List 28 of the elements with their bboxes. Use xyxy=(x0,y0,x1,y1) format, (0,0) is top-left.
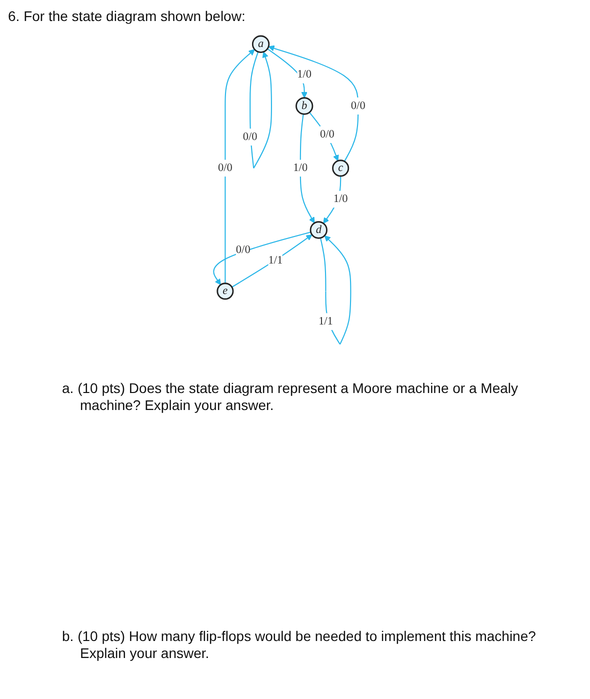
node-circle: e xyxy=(217,282,234,300)
edge-label: 1/0 xyxy=(334,192,348,205)
question-text: b. (10 pts) How many flip-flops would be needed to implement this machine? Explain your answer. xyxy=(62,628,537,662)
arrow xyxy=(268,48,308,98)
edge-label: 0/0 xyxy=(320,128,335,140)
question-text: a. (10 pts) Does the state diagram represent a Moore machine or a Mealy machine? Explain your answer. xyxy=(62,380,519,414)
edge-label: 0/0 xyxy=(236,244,251,256)
node-circle: b xyxy=(296,97,314,115)
arrow xyxy=(310,112,340,162)
arrow xyxy=(324,176,342,224)
arrow xyxy=(214,232,312,286)
arrow xyxy=(268,45,360,162)
arrow xyxy=(250,52,272,168)
question-heading: 6. For the state diagram shown below: xyxy=(8,8,246,24)
node-circle: d xyxy=(310,221,328,239)
edge-label: 1/0 xyxy=(298,68,312,81)
edge-label: 0/0 xyxy=(218,162,233,174)
arrow xyxy=(300,114,316,224)
edge-label: 0/0 xyxy=(351,100,366,112)
edge-label: 0/0 xyxy=(243,130,258,143)
edge-label: 1/0 xyxy=(294,162,308,174)
arrow xyxy=(225,49,256,284)
edge-label: 1/1 xyxy=(268,254,284,266)
arrow xyxy=(320,235,352,345)
arrow xyxy=(232,234,313,288)
edge-label: 1/1 xyxy=(318,315,334,328)
node-circle: c xyxy=(332,160,350,177)
node-circle: a xyxy=(252,35,270,53)
